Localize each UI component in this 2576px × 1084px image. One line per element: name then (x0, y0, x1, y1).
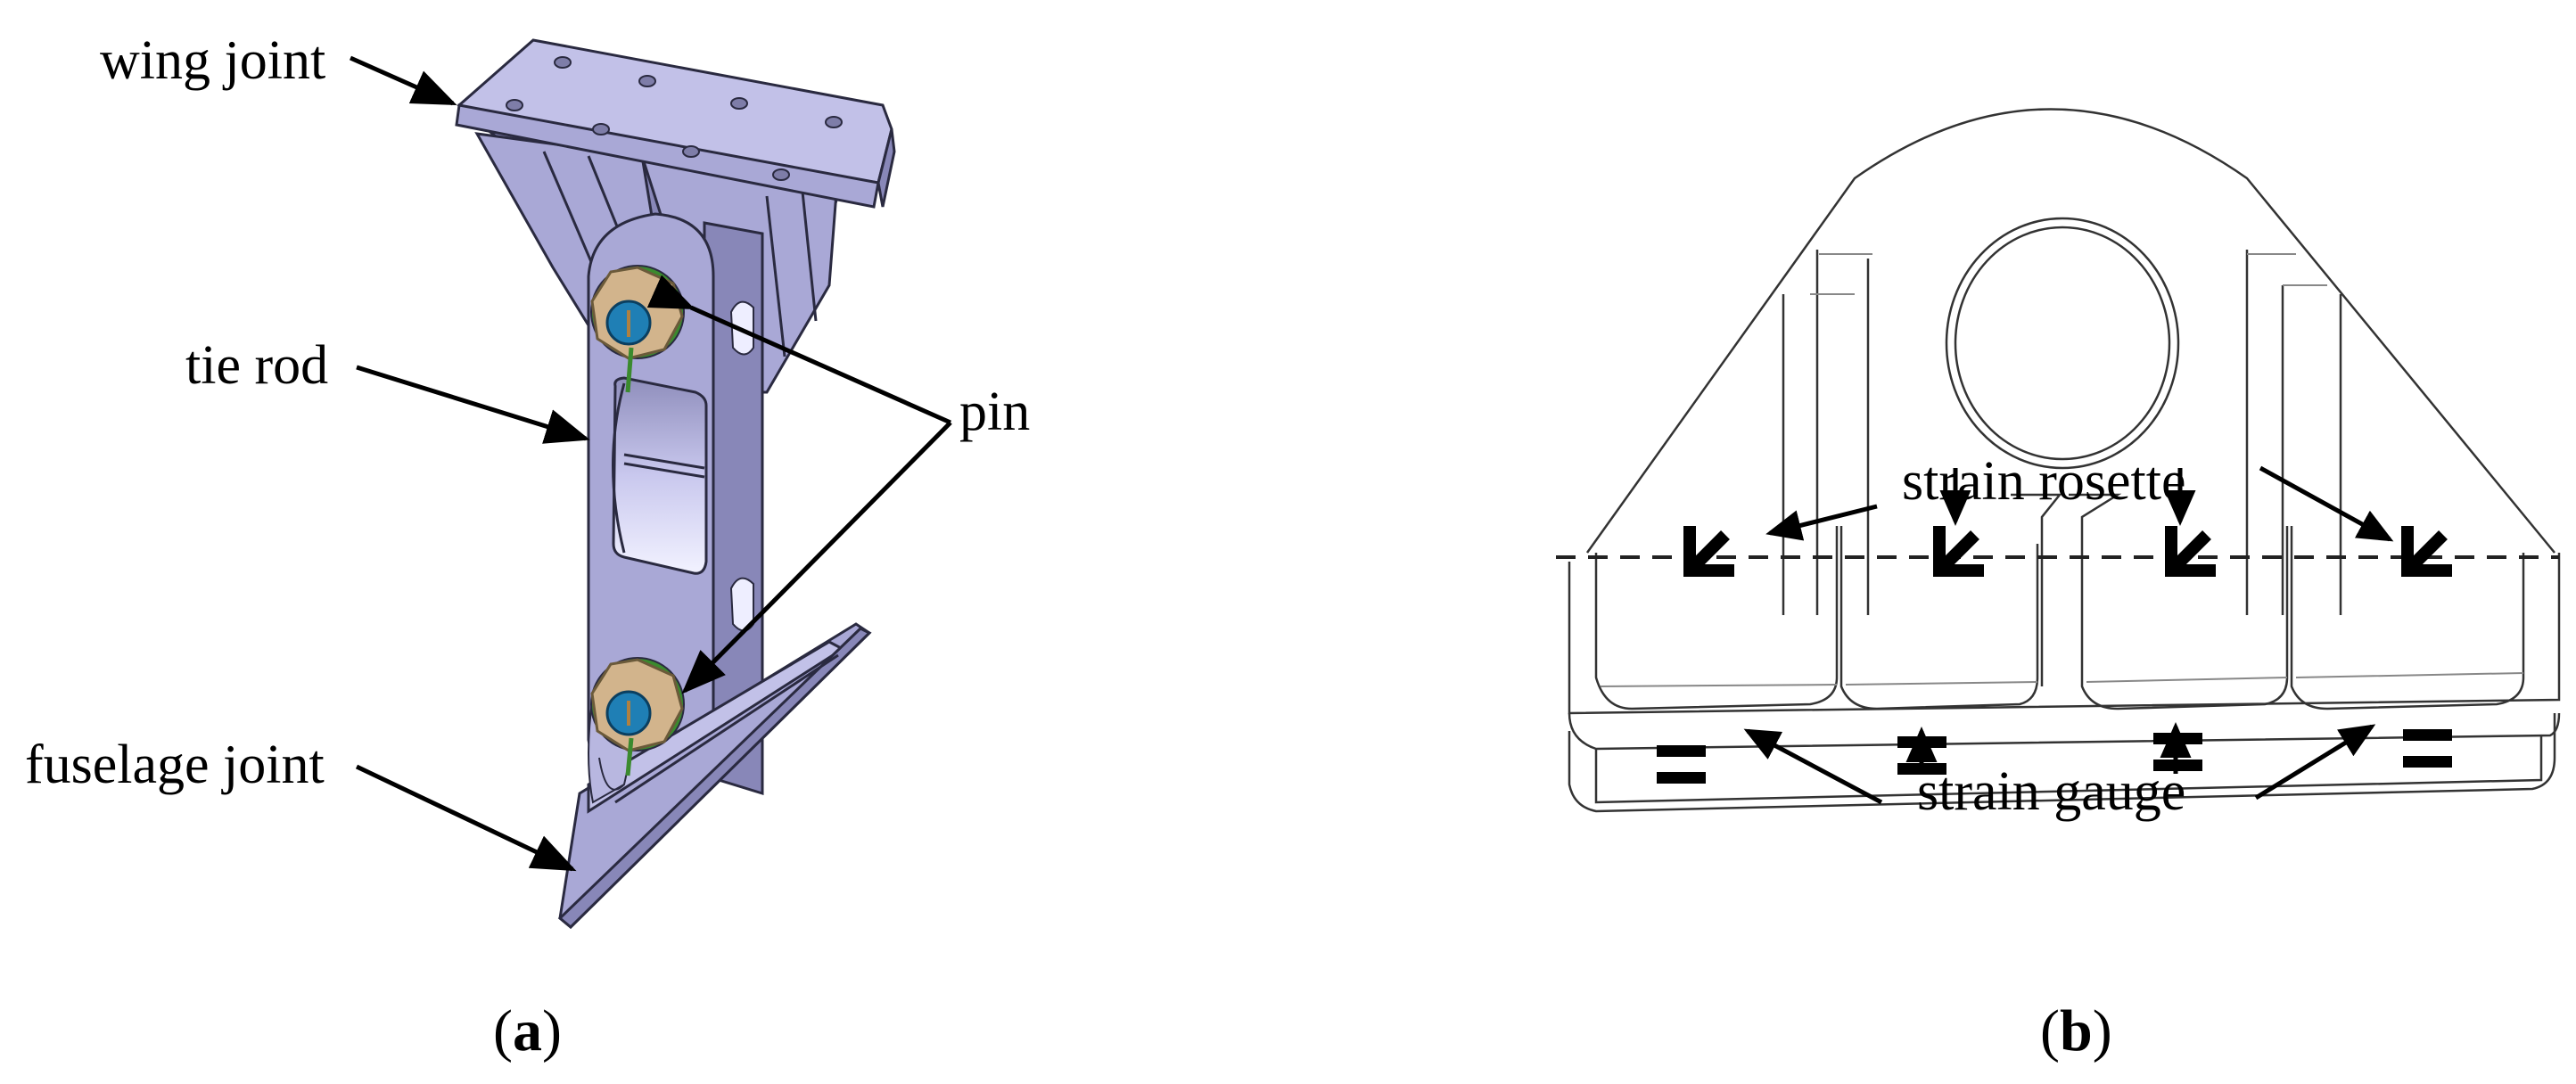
joint-outline-drawing (1556, 108, 2561, 813)
panel-b: strain rosette strain gauge (b) (1556, 108, 2561, 1063)
fuselage-joint-label: fuselage joint (25, 735, 325, 795)
strain-gauge-label: strain gauge (1917, 761, 2185, 822)
lower-pin (590, 657, 685, 776)
strain-rosette-1 (1683, 526, 1734, 577)
pin-leader-lower (681, 421, 952, 694)
fuselage-joint-leader (355, 764, 577, 872)
strain-rosette-label: strain rosette (1902, 451, 2186, 512)
strain-rosettes (1683, 526, 2452, 577)
strain-rosette-leaders (1765, 465, 2394, 542)
tie-rod-label: tie rod (185, 335, 328, 396)
wing-joint-label: wing joint (100, 30, 325, 91)
tie-rod-part (587, 212, 764, 796)
caption-a: (a) (493, 998, 562, 1063)
pin-leader-upper (646, 275, 952, 425)
pin-label: pin (959, 382, 1030, 442)
strain-gauge-leaders (1743, 722, 2376, 805)
wing-joint-leader (349, 55, 457, 106)
panel-a: wing joint tie rod pin fuselage joint (a… (25, 30, 1030, 1063)
caption-b: (b) (2040, 998, 2112, 1063)
strain-rosette-3 (2165, 526, 2216, 577)
strain-rosette-4 (2401, 526, 2452, 577)
fuselage-joint-part (557, 622, 872, 930)
strain-gauge-1 (1657, 745, 1706, 784)
strain-gauge-4 (2403, 729, 2452, 768)
bolt-holes (506, 56, 843, 181)
strain-rosette-2 (1933, 526, 1984, 577)
tie-rod-leader (356, 365, 590, 444)
